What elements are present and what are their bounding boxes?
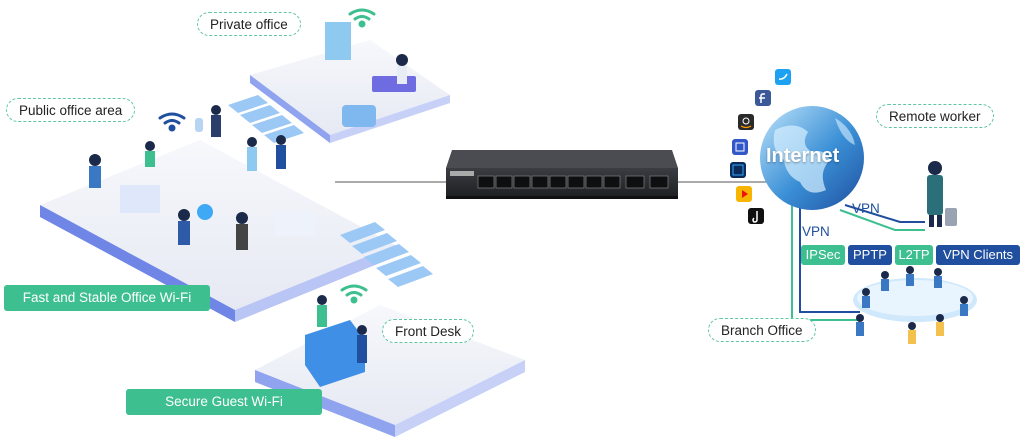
youtube-icon — [736, 186, 752, 202]
facebook-icon — [755, 90, 771, 106]
protocol-pptp: PPTP — [848, 245, 892, 265]
brand-plate — [450, 171, 474, 176]
front-desk-icon — [305, 320, 365, 387]
app-icons — [730, 69, 791, 224]
wifi-icon — [348, 8, 376, 28]
front-desk-platform — [255, 295, 525, 437]
gear-icon — [197, 204, 213, 220]
lan-ports — [477, 175, 669, 189]
private-office-platform — [250, 22, 450, 143]
guest-wifi-banner: Secure Guest Wi-Fi — [126, 389, 322, 415]
guest-icon — [357, 335, 367, 363]
office-icon — [732, 139, 748, 155]
wifi-icon — [340, 284, 368, 304]
desk-icon — [372, 76, 416, 92]
person-icon — [236, 224, 248, 250]
receptionist-icon — [317, 305, 327, 327]
office-wifi-banner: Fast and Stable Office Wi-Fi — [4, 285, 210, 311]
person-icon — [89, 166, 101, 188]
person-icon — [247, 147, 257, 171]
person-icon — [211, 115, 221, 137]
worker-icon — [396, 54, 408, 66]
protocol-ipsec: IPSec — [801, 245, 845, 265]
wifi-icon — [158, 112, 186, 132]
person-icon — [145, 151, 155, 167]
branch-office-label: Branch Office — [708, 318, 816, 342]
monitor-icon — [275, 210, 315, 236]
internet-label: Internet — [766, 145, 840, 167]
globe-icon — [760, 106, 864, 210]
remote-worker-icon — [927, 161, 957, 227]
amazon-icon — [738, 114, 754, 130]
person-icon — [178, 221, 190, 245]
front-desk-label: Front Desk — [382, 319, 475, 343]
suitcase-icon — [945, 208, 957, 226]
photoshop-icon — [730, 162, 746, 178]
protocol-vpn-clients: VPN Clients — [936, 245, 1020, 265]
vpn-label-lower: VPN — [802, 224, 830, 239]
desk-icon — [120, 185, 160, 213]
public-office-label: Public office area — [6, 98, 136, 122]
person-icon — [276, 145, 286, 169]
twitter-icon — [775, 69, 791, 85]
access-point-icon — [195, 118, 203, 132]
stairs-upper — [228, 95, 304, 143]
router-device — [446, 150, 678, 199]
shelf-icon — [325, 22, 351, 60]
remote-worker-label: Remote worker — [876, 104, 994, 128]
vpn-label-upper: VPN — [852, 201, 880, 216]
branch-office-icon — [853, 266, 977, 344]
tiktok-icon — [748, 208, 764, 224]
private-office-label: Private office — [197, 12, 301, 36]
stairs-lower — [340, 222, 433, 287]
cabinet-icon — [342, 105, 376, 127]
protocol-l2tp: L2TP — [895, 245, 933, 265]
